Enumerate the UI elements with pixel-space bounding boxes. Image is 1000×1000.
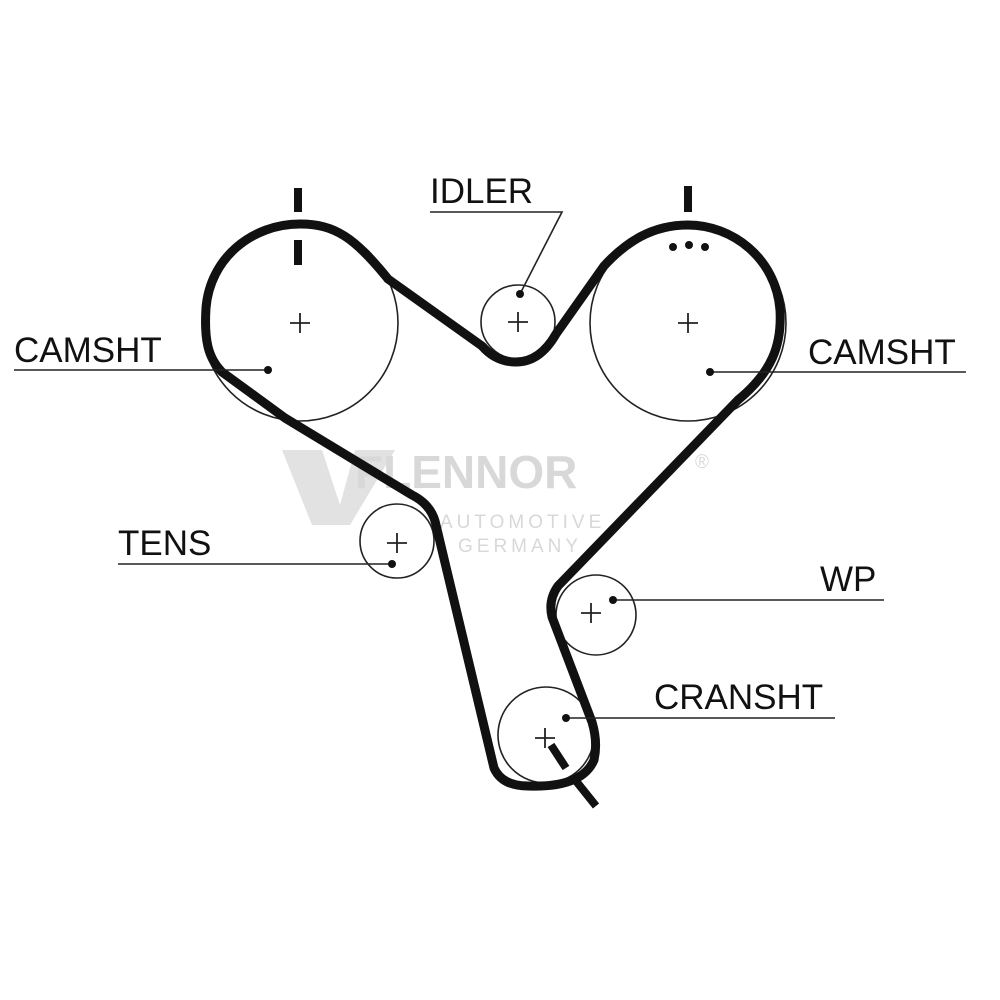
tensioner-center-cross <box>387 533 407 553</box>
camshaft-right-dot-1 <box>669 243 677 251</box>
water-pump-pulley <box>555 574 637 656</box>
tensioner-leader-dot <box>388 560 396 568</box>
camshaft-right-label: CAMSHT <box>808 333 956 372</box>
idler-leader <box>430 211 564 295</box>
water-pump-center-cross <box>581 603 601 623</box>
watermark-brand-text: FLENNOR <box>355 446 577 498</box>
camshaft-left-leader-dot <box>264 366 272 374</box>
brand-watermark: FLENNOR ® AUTOMOTIVE GERMANY <box>282 446 713 557</box>
camshaft-left-label: CAMSHT <box>14 331 162 370</box>
pulley-centers <box>290 312 698 748</box>
idler-leader-dot <box>516 290 524 298</box>
leaders <box>14 211 966 722</box>
camshaft-right-center-cross <box>678 313 698 333</box>
watermark-line-2: GERMANY <box>458 536 582 557</box>
crankshaft-timing-mark-inner <box>547 742 570 771</box>
timing-marks <box>294 186 709 809</box>
camshaft-right-dot-3 <box>701 243 709 251</box>
crankshaft-center-cross <box>535 728 555 748</box>
water-pump-label: WP <box>820 560 876 599</box>
watermark-line-1: AUTOMOTIVE <box>440 512 605 533</box>
timing-belt <box>201 219 785 791</box>
idler-center-cross <box>508 312 528 332</box>
crankshaft-leader-dot <box>562 714 570 722</box>
crankshaft-timing-mark-outer <box>568 773 600 809</box>
camshaft-right-dot-2 <box>685 241 693 249</box>
watermark-registered-mark: ® <box>695 452 713 473</box>
tensioner-label: TENS <box>118 524 211 563</box>
tensioner-pulley <box>359 503 435 579</box>
idler-label: IDLER <box>430 172 533 211</box>
camshaft-right-leader-dot <box>706 368 714 376</box>
water-pump-leader-dot <box>609 596 617 604</box>
crankshaft-label: CRANSHT <box>654 678 823 717</box>
camshaft-left-center-cross <box>290 313 310 333</box>
